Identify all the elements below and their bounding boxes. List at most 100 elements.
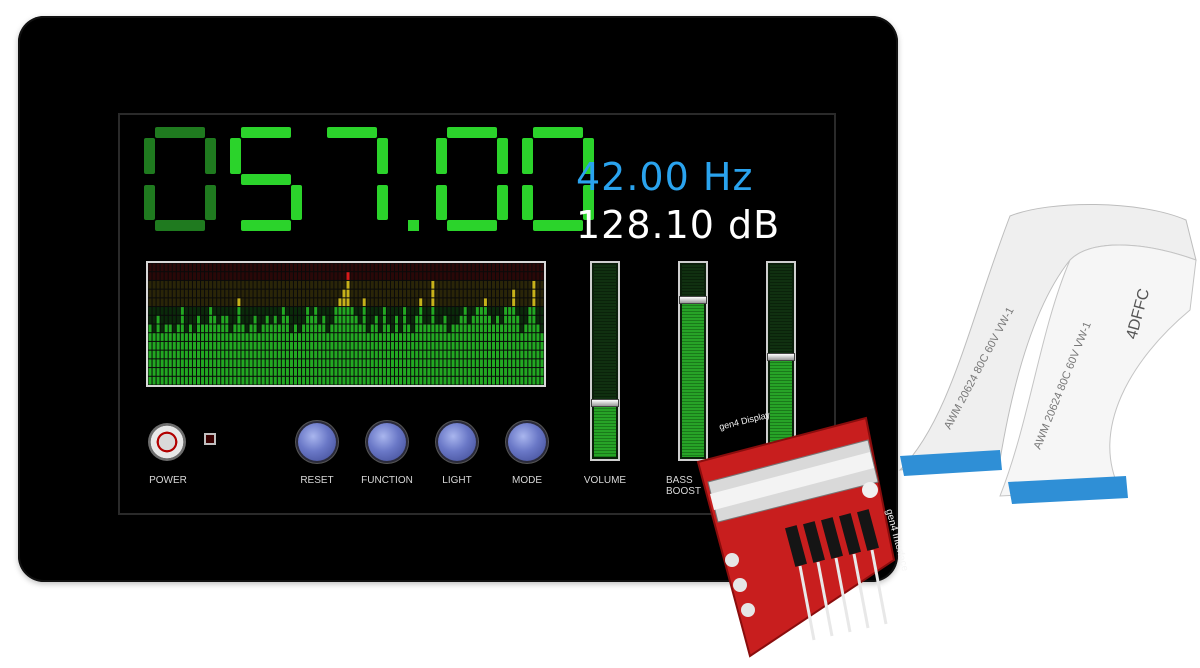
spectrum-cell [479,341,483,350]
third-slider-thumb[interactable] [767,353,795,362]
spectrum-cell [399,307,403,315]
spectrum-cell [362,341,366,350]
spectrum-cell [334,324,338,333]
spectrum-cell [536,280,540,289]
spectrum-cell [475,315,479,324]
spectrum-cell [467,376,471,385]
spectrum-cell [289,315,293,324]
spectrum-cell [479,272,483,280]
spectrum-cell [508,359,512,368]
spectrum-cell [314,272,318,280]
spectrum-cell [342,376,346,385]
spectrum-cell [318,341,322,350]
spectrum-cell [225,350,229,359]
spectrum-cell [241,307,245,315]
spectrum-cell [298,315,302,324]
spectrum-cell [500,307,504,315]
spectrum-cell [277,324,281,333]
spectrum-cell [374,307,378,315]
spectrum-cell [500,376,504,385]
spectrum-cell [423,333,427,341]
spectrum-cell [261,350,265,359]
spectrum-cell [358,341,362,350]
bass-boost-slider-thumb[interactable] [679,295,707,304]
spectrum-cell [394,289,399,298]
spectrum-cell [180,368,184,376]
spectrum-cell [196,368,201,376]
power-button[interactable] [148,423,186,461]
spectrum-cell [346,280,350,289]
spectrum-cell [196,376,201,385]
spectrum-cell [435,280,439,289]
readout-segment [241,127,291,138]
spectrum-cell [467,307,471,315]
spectrum-cell [273,263,277,272]
spectrum-cell [172,263,176,272]
spectrum-cell [205,341,209,350]
volume-slider[interactable] [590,261,620,461]
spectrum-cell [310,307,314,315]
spectrum-cell [160,298,164,307]
function-button[interactable] [368,423,406,461]
bass-boost-slider[interactable] [678,261,708,461]
spectrum-cell [439,315,443,324]
spectrum-cell [459,307,463,315]
spectrum-cell [237,307,241,315]
spectrum-cell [540,341,544,350]
spectrum-cell [504,263,508,272]
spectrum-cell [390,359,394,368]
spectrum-cell [314,280,318,289]
spectrum-cell [285,341,289,350]
spectrum-cell [277,263,281,272]
spectrum-cell [326,368,330,376]
spectrum-cell [496,307,500,315]
spectrum-cell [253,324,257,333]
spectrum-cell [536,307,540,315]
spectrum-cell [394,298,399,307]
spectrum-cell [431,350,435,359]
spectrum-cell [463,280,467,289]
spectrum-cell [265,350,269,359]
spectrum-cell [427,376,431,385]
volume-slider-thumb[interactable] [591,399,619,408]
spectrum-cell [285,307,289,315]
spectrum-cell [350,280,354,289]
spectrum-cell [338,280,342,289]
spectrum-cell [298,263,302,272]
spectrum-cell [253,368,257,376]
readout-segment [241,220,291,231]
spectrum-cell [471,333,475,341]
spectrum-cell [415,368,419,376]
spectrum-cell [201,324,205,333]
readout-segment [377,184,388,220]
spectrum-cell [459,376,463,385]
third-slider[interactable] [766,261,796,461]
mode-button[interactable] [508,423,546,461]
spectrum-cell [233,376,237,385]
spectrum-cell [213,289,217,298]
light-button[interactable] [438,423,476,461]
spectrum-cell [265,376,269,385]
spectrum-cell [407,315,411,324]
spectrum-cell [524,289,528,298]
spectrum-cell [249,263,253,272]
spectrum-cell [164,350,168,359]
spectrum-cell [496,359,500,368]
spectrum-cell [536,263,540,272]
spectrum-cell [253,341,257,350]
spectrum-cell [415,307,419,315]
volume-label: VOLUME [583,475,627,486]
spectrum-cell [540,376,544,385]
spectrum-cell [362,333,366,341]
spectrum-cell [273,368,277,376]
spectrum-cell [310,280,314,289]
reset-button[interactable] [298,423,336,461]
spectrum-cell [326,315,330,324]
spectrum-cell [209,289,213,298]
spectrum-cell [411,280,415,289]
spectrum-cell [407,333,411,341]
spectrum-cell [390,298,394,307]
spectrum-cell [245,272,249,280]
spectrum-cell [419,263,423,272]
spectrum-cell [293,341,298,350]
